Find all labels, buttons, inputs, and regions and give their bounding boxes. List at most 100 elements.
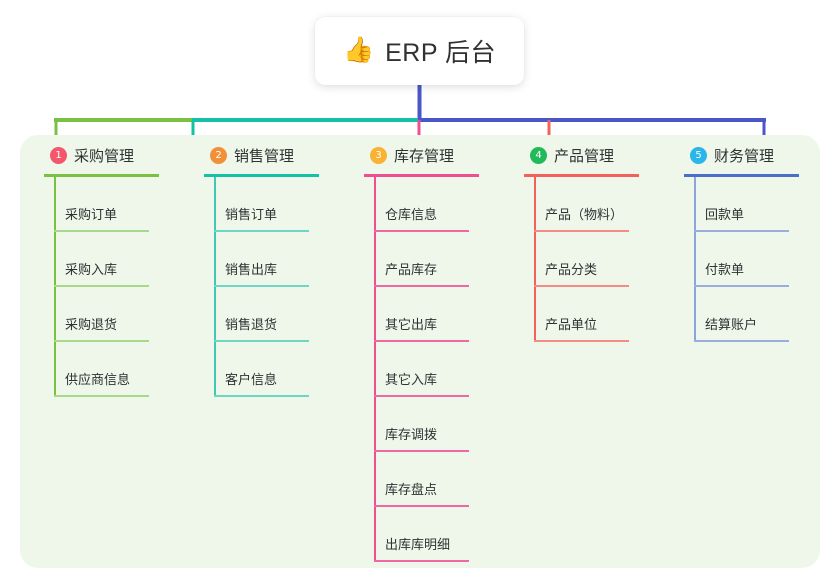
leaf-label: 销售出库 [225, 262, 278, 277]
leaf-underline [54, 340, 149, 342]
branch-spine-1 [54, 177, 56, 397]
leaf-label: 客户信息 [225, 372, 278, 387]
leaf-underline [694, 340, 789, 342]
leaf-label: 仓库信息 [385, 207, 438, 222]
leaf-item[interactable]: 库存调拨 [352, 397, 512, 452]
branch-column-5: 5 财务管理回款单付款单结算账户 [672, 135, 832, 342]
leaf-underline [374, 450, 469, 452]
leaf-item[interactable]: 产品单位 [512, 287, 672, 342]
branch-title-2: 销售管理 [234, 147, 295, 165]
leaf-label: 库存调拨 [385, 427, 438, 442]
branch-badge-4: 4 [530, 146, 547, 164]
branch-column-1: 1 采购管理采购订单采购入库采购退货供应商信息 [32, 135, 192, 397]
leaf-underline [374, 285, 469, 287]
leaf-underline [54, 285, 149, 287]
branch-items-1: 采购订单采购入库采购退货供应商信息 [32, 177, 192, 397]
branch-underline-1 [44, 174, 159, 177]
leaf-label: 出库库明细 [385, 537, 451, 552]
leaf-underline [214, 285, 309, 287]
leaf-label: 其它入库 [385, 372, 438, 387]
branch-header-4[interactable]: 4 产品管理 [512, 135, 672, 175]
branch-underline-5 [684, 174, 799, 177]
leaf-item[interactable]: 产品库存 [352, 232, 512, 287]
leaf-underline [374, 340, 469, 342]
leaf-item[interactable]: 库存盘点 [352, 452, 512, 507]
leaf-item[interactable]: 采购入库 [32, 232, 192, 287]
leaf-label: 产品分类 [545, 262, 598, 277]
branch-items-3: 仓库信息产品库存其它出库其它入库库存调拨库存盘点出库库明细 [352, 177, 512, 562]
leaf-label: 销售退货 [225, 317, 278, 332]
leaf-underline [54, 395, 149, 397]
branch-items-2: 销售订单销售出库销售退货客户信息 [192, 177, 352, 397]
leaf-underline [374, 560, 469, 562]
leaf-underline [214, 340, 309, 342]
leaf-item[interactable]: 销售订单 [192, 177, 352, 232]
leaf-item[interactable]: 其它出库 [352, 287, 512, 342]
branch-underline-4 [524, 174, 639, 177]
branch-header-2[interactable]: 2 销售管理 [192, 135, 352, 175]
leaf-underline [534, 340, 629, 342]
branch-underline-3 [364, 174, 479, 177]
leaf-underline [214, 230, 309, 232]
root-title: ERP 后台 [385, 39, 497, 67]
leaf-item[interactable]: 仓库信息 [352, 177, 512, 232]
leaf-label: 产品库存 [385, 262, 438, 277]
branch-title-5: 财务管理 [714, 147, 775, 165]
branch-title-4: 产品管理 [554, 147, 615, 165]
branch-header-5[interactable]: 5 财务管理 [672, 135, 832, 175]
branch-title-1: 采购管理 [74, 147, 135, 165]
leaf-underline [534, 285, 629, 287]
branch-spine-5 [694, 177, 696, 342]
leaf-underline [534, 230, 629, 232]
branch-column-2: 2 销售管理销售订单销售出库销售退货客户信息 [192, 135, 352, 397]
leaf-underline [694, 230, 789, 232]
branch-header-3[interactable]: 3 库存管理 [352, 135, 512, 175]
leaf-underline [374, 230, 469, 232]
leaf-label: 销售订单 [225, 207, 278, 222]
branch-spine-2 [214, 177, 216, 397]
branch-badge-2: 2 [210, 146, 227, 164]
leaf-label: 产品（物料） [545, 207, 624, 222]
leaf-item[interactable]: 付款单 [672, 232, 832, 287]
branch-badge-3: 3 [370, 146, 387, 164]
leaf-label: 结算账户 [705, 317, 758, 332]
leaf-item[interactable]: 销售出库 [192, 232, 352, 287]
leaf-item[interactable]: 客户信息 [192, 342, 352, 397]
leaf-underline [214, 395, 309, 397]
leaf-underline [374, 395, 469, 397]
leaf-item[interactable]: 产品分类 [512, 232, 672, 287]
leaf-item[interactable]: 采购订单 [32, 177, 192, 232]
branches-panel: 1 采购管理采购订单采购入库采购退货供应商信息 2 销售管理销售订单销售出库销售退货客… [20, 135, 820, 568]
branch-header-1[interactable]: 1 采购管理 [32, 135, 192, 175]
leaf-label: 回款单 [705, 207, 745, 222]
branch-underline-2 [204, 174, 319, 177]
leaf-item[interactable]: 回款单 [672, 177, 832, 232]
branch-column-4: 4 产品管理产品（物料） 产品分类产品单位 [512, 135, 672, 342]
leaf-label: 采购退货 [65, 317, 118, 332]
leaf-item[interactable]: 供应商信息 [32, 342, 192, 397]
branch-column-3: 3 库存管理仓库信息产品库存其它出库其它入库库存调拨库存盘点出库库明细 [352, 135, 512, 562]
leaf-label: 产品单位 [545, 317, 598, 332]
leaf-label: 采购入库 [65, 262, 118, 277]
branch-badge-1: 1 [50, 146, 67, 164]
leaf-label: 其它出库 [385, 317, 438, 332]
leaf-item[interactable]: 采购退货 [32, 287, 192, 342]
leaf-label: 付款单 [705, 262, 745, 277]
branch-badge-5: 5 [690, 146, 707, 164]
root-node[interactable]: 👍 ERP 后台 [315, 17, 524, 85]
leaf-underline [374, 505, 469, 507]
branch-items-4: 产品（物料） 产品分类产品单位 [512, 177, 672, 342]
branch-title-3: 库存管理 [394, 147, 455, 165]
branch-spine-3 [374, 177, 376, 562]
branch-items-5: 回款单付款单结算账户 [672, 177, 832, 342]
branch-spine-4 [534, 177, 536, 342]
leaf-item[interactable]: 销售退货 [192, 287, 352, 342]
thumbs-up-icon: 👍 [342, 35, 375, 64]
leaf-item[interactable]: 其它入库 [352, 342, 512, 397]
leaf-item[interactable]: 出库库明细 [352, 507, 512, 562]
leaf-label: 采购订单 [65, 207, 118, 222]
leaf-item[interactable]: 结算账户 [672, 287, 832, 342]
leaf-underline [54, 230, 149, 232]
leaf-item[interactable]: 产品（物料） [512, 177, 672, 232]
